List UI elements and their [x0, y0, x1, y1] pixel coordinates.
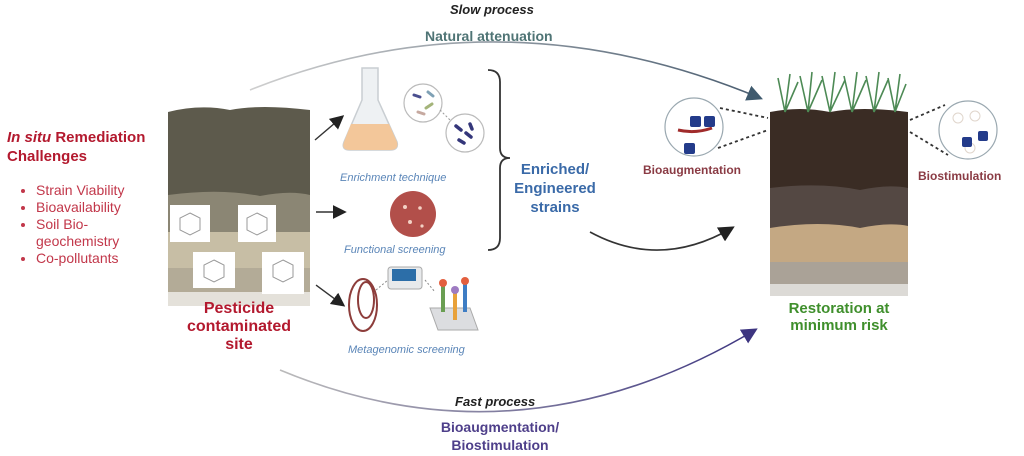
site-label: Pesticide contaminated site: [168, 300, 310, 354]
restoration-label-line: minimum risk: [790, 317, 888, 334]
site-label-line: contaminated: [186, 318, 291, 335]
site-label-line: site: [225, 336, 253, 353]
strains-label-line: Enriched/: [520, 161, 590, 178]
challenges-title-rest: Remediation: [51, 129, 146, 146]
challenge-item: Soil Bio-: [36, 216, 124, 233]
fast-process-label: Fast process: [455, 394, 536, 409]
strains-label-line: Engineered: [514, 180, 596, 197]
natural-attenuation-label: Natural attenuation: [425, 28, 553, 44]
restoration-label: Restoration at minimum risk: [770, 300, 908, 334]
slow-process-arc: [249, 41, 763, 101]
challenge-item: Co-pollutants: [36, 250, 124, 267]
strains-label-line: strains: [530, 199, 580, 216]
bottom-path-label-line: Bioaugmentation/: [440, 419, 560, 435]
bottom-path-label-line: Biostimulation: [451, 437, 549, 453]
contaminated-soil: [168, 107, 310, 306]
dna-icon: [348, 278, 378, 332]
biostimulation-label: Biostimulation: [918, 169, 1002, 183]
flask-icon: [342, 67, 399, 151]
bioaugmentation-label: Bioaugmentation: [643, 163, 741, 177]
microarray-icon: [429, 277, 479, 331]
grass-icon: [777, 71, 907, 113]
biostimulation-icon: [938, 100, 998, 160]
challenge-item-continuation: geochemistry: [36, 233, 120, 249]
slow-process-label: Slow process: [450, 2, 534, 17]
petri-dish-icon: [390, 191, 436, 237]
challenge-item: Bioavailability: [36, 199, 124, 216]
strains-arrow: [589, 226, 735, 251]
challenge-item: Strain Viability: [36, 182, 124, 199]
sequencer-icon: [387, 266, 423, 290]
fast-process-arc: [279, 328, 758, 413]
challenges-title-line2: Challenges: [7, 148, 88, 165]
bottom-path-label: Bioaugmentation/ Biostimulation: [425, 418, 575, 454]
challenges-title: In situ Remediation Challenges: [7, 128, 145, 166]
restoration-label-line: Restoration at: [788, 300, 890, 317]
enrichment-caption: Enrichment technique: [340, 172, 447, 184]
metagenomic-caption: Metagenomic screening: [348, 344, 465, 356]
restored-soil: [770, 109, 908, 296]
strains-label: Enriched/ Engineered strains: [510, 160, 600, 217]
bioaugmentation-icon: [664, 97, 724, 157]
challenges-title-italic: In situ: [7, 129, 52, 146]
challenges-list: Strain Viability Bioavailability Soil Bi…: [14, 182, 124, 267]
site-label-line: Pesticide: [203, 300, 275, 317]
functional-caption: Functional screening: [344, 244, 446, 256]
